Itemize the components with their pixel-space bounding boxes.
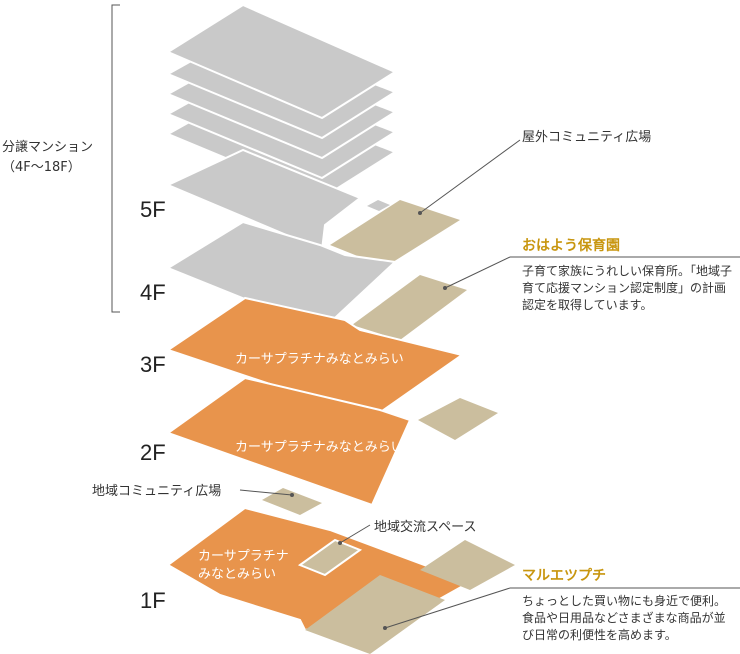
callout-local-plaza: 地域コミュニティ広場 [92,484,222,499]
outdoor-plaza [330,200,460,267]
plate-2f [165,376,412,507]
beige-1f-right [420,540,515,590]
callout-outdoor-plaza: 屋外コミュニティ広場 [522,130,652,145]
maruetsu-plate [305,575,445,654]
floor-1f: 1F [140,588,166,613]
plate-label-1f: カーサプラチナ みなとみらい [198,548,289,584]
floor-4f: 4F [140,280,166,305]
small-square-5f [367,200,390,211]
bracket [111,4,120,313]
callout-maruetsu-desc: ちょっとした買い物にも身近で便利。食品や日用品などさまざまな商品が並び日常の利便… [522,594,727,642]
callout-maruetsu-title: マルエツプチ [522,568,606,584]
plate-label-1f-line1: カーサプラチナ [198,549,289,564]
floor-5f: 5F [140,197,166,222]
plate-label-1f-line2: みなとみらい [198,567,277,582]
bracket-and-leaders [111,4,740,629]
callout-nursery-title: おはよう保育園 [522,238,620,254]
callout-nursery-desc: 子育て家族にうれしい保育所。「地域子育て応援マンション認定制度」の計画認定を取得… [522,264,733,312]
bracket-label-line1: 分譲マンション [2,140,94,155]
beige-2f [418,398,498,440]
plate-label-2f: カーサプラチナみなとみらい [235,440,404,455]
bracket-label: 分譲マンション （4F〜18F） [2,138,93,178]
upper-floor-plates [167,4,396,199]
plate-label-3f: カーサプラチナみなとみらい [235,352,404,367]
exchange-space [297,538,363,577]
floor-3f: 3F [140,352,166,377]
floor-2f: 2F [140,440,166,465]
callout-exchange-space: 地域交流スペース [374,520,477,535]
plate-top [167,4,396,119]
nursery-plate [352,275,467,340]
local-plaza [262,488,322,515]
bracket-label-line2: （4F〜18F） [2,160,81,175]
